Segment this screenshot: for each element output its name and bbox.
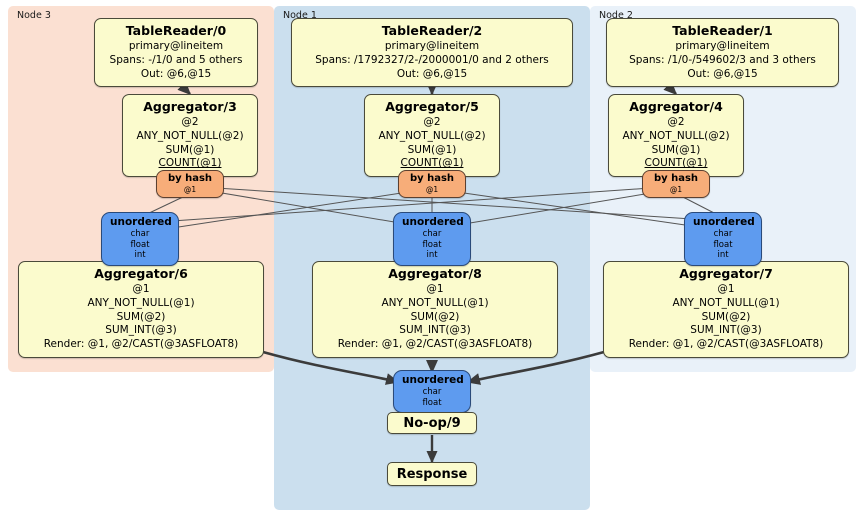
node-panel-label-node3: Node 3 [17, 10, 51, 21]
synchronizer-title: unordered [110, 216, 172, 228]
processor-detail-line: ANY_NOT_NULL(@2) [378, 129, 486, 142]
processor-aggregator-3[interactable]: Aggregator/3 @2 ANY_NOT_NULL(@2) SUM(@1)… [122, 94, 258, 178]
processor-title: Aggregator/3 [143, 99, 237, 114]
processor-detail-line: SUM(@1) [407, 143, 457, 156]
processor-detail-line: SUM(@2) [116, 310, 166, 323]
processor-table-reader-1[interactable]: TableReader/1 primary@lineitem Spans: /1… [606, 18, 839, 88]
processor-detail-line: SUM(@1) [165, 143, 215, 156]
processor-detail-line: SUM(@2) [410, 310, 460, 323]
processor-detail-line: COUNT(@1) [644, 157, 708, 170]
processor-detail-line: COUNT(@1) [400, 157, 464, 170]
processor-detail-line: ANY_NOT_NULL(@2) [136, 129, 244, 142]
processor-title: No-op/9 [403, 415, 461, 431]
processor-detail-line: ANY_NOT_NULL(@1) [672, 296, 780, 309]
node-panel-label-node1: Node 1 [283, 10, 317, 21]
processor-title: TableReader/2 [381, 23, 483, 38]
processor-title: Aggregator/7 [679, 266, 773, 281]
processor-aggregator-4[interactable]: Aggregator/4 @2 ANY_NOT_NULL(@2) SUM(@1)… [608, 94, 744, 178]
router-title: by hash [409, 173, 455, 184]
processor-table-reader-2[interactable]: TableReader/2 primary@lineitem Spans: /1… [291, 18, 573, 88]
processor-detail-line: ANY_NOT_NULL(@1) [381, 296, 489, 309]
processor-detail-line: SUM_INT(@3) [690, 324, 762, 337]
processor-title: Aggregator/4 [629, 99, 723, 114]
router-column: @1 [425, 185, 439, 194]
router-column: @1 [669, 185, 683, 194]
synchronizer-type: char [713, 229, 733, 240]
router-title: by hash [653, 173, 699, 184]
synchronizer-type: int [426, 250, 438, 261]
synchronizer-title: unordered [402, 374, 464, 386]
processor-render-line: Render: @1, @2/CAST(@3ASFLOAT8) [43, 338, 239, 351]
processor-detail-line: primary@lineitem [384, 39, 480, 52]
processor-aggregator-5[interactable]: Aggregator/5 @2 ANY_NOT_NULL(@2) SUM(@1)… [364, 94, 500, 178]
synchronizer-type: char [130, 229, 150, 240]
processor-title: Aggregator/6 [94, 266, 188, 281]
synchronizer-unordered-middle[interactable]: unordered char float int [393, 212, 471, 266]
processor-title: TableReader/0 [125, 23, 227, 38]
synchronizer-type: int [717, 250, 729, 261]
synchronizer-type: int [134, 250, 146, 261]
processor-render-line: Render: @1, @2/CAST(@3ASFLOAT8) [337, 338, 533, 351]
synchronizer-unordered-left[interactable]: unordered char float int [101, 212, 179, 266]
synchronizer-title: unordered [693, 216, 755, 228]
processor-detail-line: Spans: /1792327/2-/2000001/0 and 2 other… [315, 53, 549, 66]
processor-render-line: Render: @1, @2/CAST(@3ASFLOAT8) [628, 338, 824, 351]
processor-detail-line: Spans: -/1/0 and 5 others [109, 53, 243, 66]
processor-detail-line: Out: @6,@15 [396, 67, 468, 80]
synchronizer-unordered-right[interactable]: unordered char float int [684, 212, 762, 266]
processor-detail-line: primary@lineitem [128, 39, 224, 52]
processor-detail-line: SUM_INT(@3) [399, 324, 471, 337]
processor-detail-line: ANY_NOT_NULL(@2) [622, 129, 730, 142]
processor-detail-line: @2 [423, 115, 441, 128]
processor-detail-line: @2 [181, 115, 199, 128]
processor-detail-line: Out: @6,@15 [687, 67, 758, 80]
processor-aggregator-8[interactable]: Aggregator/8 @1 ANY_NOT_NULL(@1) SUM(@2)… [312, 261, 558, 359]
processor-detail-line: SUM(@1) [651, 143, 701, 156]
synchronizer-title: unordered [402, 216, 464, 228]
synchronizer-type: float [422, 397, 442, 408]
processor-title: TableReader/1 [672, 23, 773, 38]
synchronizer-type: char [422, 229, 442, 240]
processor-title: Response [396, 466, 468, 482]
node-panel-label-node2: Node 2 [599, 10, 633, 21]
processor-detail-line: SUM(@2) [701, 310, 751, 323]
synchronizer-type: float [422, 239, 442, 250]
processor-detail-line: primary@lineitem [675, 39, 770, 52]
processor-detail-line: SUM_INT(@3) [105, 324, 177, 337]
processor-detail-line: @1 [426, 282, 444, 295]
router-by-hash-left[interactable]: by hash @1 [156, 170, 224, 198]
processor-aggregator-6[interactable]: Aggregator/6 @1 ANY_NOT_NULL(@1) SUM(@2)… [18, 261, 264, 359]
processor-table-reader-0[interactable]: TableReader/0 primary@lineitem Spans: -/… [94, 18, 258, 88]
synchronizer-type: float [130, 239, 150, 250]
synchronizer-type: char [422, 387, 442, 398]
processor-title: Aggregator/8 [388, 266, 482, 281]
processor-detail-line: Spans: /1/0-/549602/3 and 3 others [629, 53, 816, 66]
router-column: @1 [183, 185, 197, 194]
processor-title: Aggregator/5 [385, 99, 479, 114]
synchronizer-type: float [713, 239, 733, 250]
processor-detail-line: COUNT(@1) [158, 157, 222, 170]
processor-no-op-9[interactable]: No-op/9 [387, 412, 477, 434]
processor-aggregator-7[interactable]: Aggregator/7 @1 ANY_NOT_NULL(@1) SUM(@2)… [603, 261, 849, 359]
synchronizer-unordered-final[interactable]: unordered char float [393, 370, 471, 414]
processor-detail-line: @1 [132, 282, 150, 295]
router-by-hash-middle[interactable]: by hash @1 [398, 170, 466, 198]
processor-detail-line: @1 [717, 282, 735, 295]
processor-detail-line: Out: @6,@15 [140, 67, 212, 80]
router-title: by hash [167, 173, 213, 184]
router-by-hash-right[interactable]: by hash @1 [642, 170, 710, 198]
processor-detail-line: ANY_NOT_NULL(@1) [87, 296, 195, 309]
processor-detail-line: @2 [667, 115, 685, 128]
processor-response[interactable]: Response [387, 462, 477, 486]
